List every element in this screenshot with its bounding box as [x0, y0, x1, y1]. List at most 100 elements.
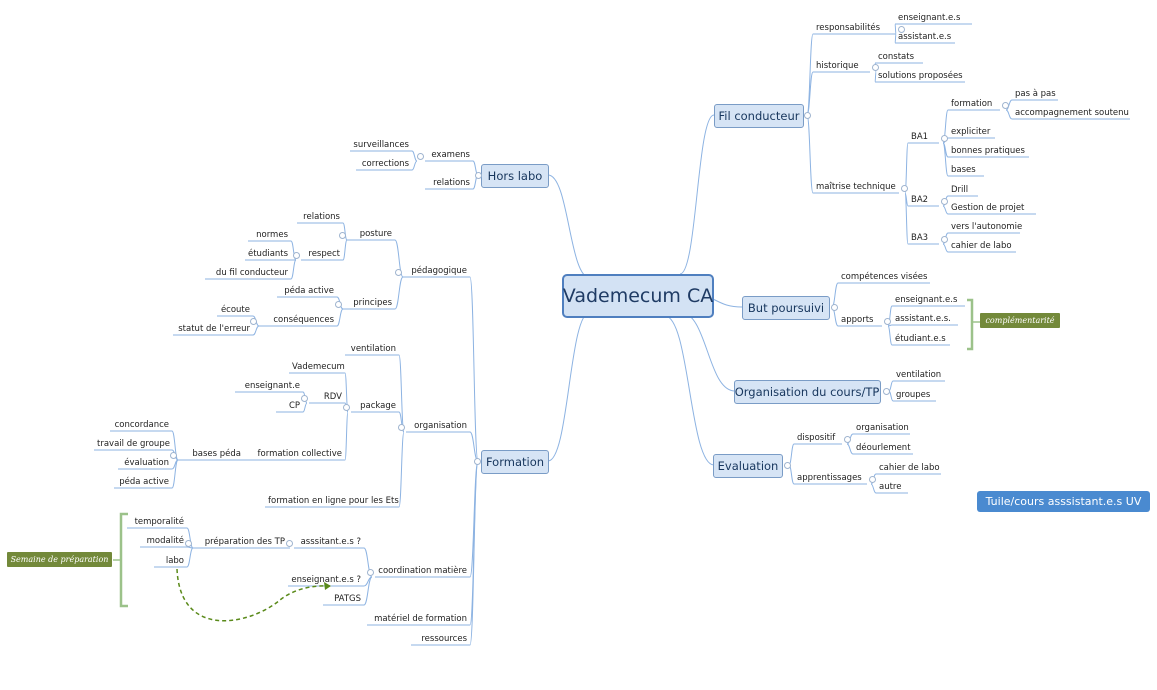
topic-ventilation[interactable]: ventilation — [350, 344, 396, 354]
topic-deourlement[interactable]: déourlement — [856, 443, 911, 453]
collapse-toggle-icon[interactable] — [417, 153, 424, 160]
topic-corrections[interactable]: corrections — [361, 159, 409, 169]
topic-ecoute[interactable]: écoute — [220, 305, 250, 315]
topic-formation[interactable]: formation — [951, 99, 993, 109]
topic-bonnes-pratiques[interactable]: bonnes pratiques — [951, 146, 1025, 156]
topic-du-fil-conducteur[interactable]: du fil conducteur — [215, 268, 288, 278]
topic-etudiants[interactable]: étudiants — [248, 249, 289, 259]
central-topic-vademecum-ca[interactable]: Vademecum CA — [562, 274, 714, 318]
topic-cp[interactable]: CP — [288, 401, 300, 411]
topic-expliciter[interactable]: expliciter — [951, 127, 991, 137]
main-topic-but-poursuivi[interactable]: But poursuivi — [742, 296, 830, 320]
topic-consequences[interactable]: conséquences — [273, 315, 334, 325]
topic-apprentissages[interactable]: apprentissages — [797, 473, 862, 483]
topic-relations[interactable]: relations — [433, 178, 470, 188]
topic-ba2[interactable]: BA2 — [911, 195, 929, 205]
topic-competences-visees[interactable]: compétences visées — [841, 272, 928, 282]
collapse-toggle-icon[interactable] — [339, 232, 346, 239]
topic-gestion-de-projet[interactable]: Gestion de projet — [951, 203, 1025, 213]
topic-maitrise-technique[interactable]: maîtrise technique — [816, 182, 896, 192]
topic-asssitant-e-s[interactable]: asssitant.e.s ? — [300, 537, 361, 547]
topic-bases[interactable]: bases — [951, 165, 976, 175]
topic-enseignant-e-s[interactable]: enseignant.e.s ? — [291, 575, 361, 585]
topic-principes[interactable]: principes — [353, 298, 392, 308]
topic-etudiant-e-s[interactable]: étudiant.e.s — [895, 334, 946, 344]
collapse-toggle-icon[interactable] — [898, 26, 905, 33]
topic-organisation[interactable]: organisation — [856, 423, 909, 433]
topic-formation-collective[interactable]: formation collective — [257, 449, 342, 459]
floating-topic-tuile-cours[interactable]: Tuile/cours asssistant.e.s UV — [977, 491, 1150, 512]
collapse-toggle-icon[interactable] — [872, 64, 879, 71]
main-topic-fil-conducteur[interactable]: Fil conducteur — [714, 104, 804, 128]
topic-historique[interactable]: historique — [816, 61, 859, 71]
collapse-toggle-icon[interactable] — [784, 462, 791, 469]
topic-surveillances[interactable]: surveillances — [353, 140, 409, 150]
topic-statut-de-l-erreur[interactable]: statut de l'erreur — [178, 324, 250, 334]
collapse-toggle-icon[interactable] — [367, 569, 374, 576]
topic-peda-active[interactable]: péda active — [284, 286, 334, 296]
topic-vademecum[interactable]: Vademecum — [292, 362, 345, 372]
topic-formation-en-ligne-pour-les-ets[interactable]: formation en ligne pour les Ets — [268, 496, 399, 506]
collapse-toggle-icon[interactable] — [941, 198, 948, 205]
collapse-toggle-icon[interactable] — [883, 388, 890, 395]
topic-travail-de-groupe[interactable]: travail de groupe — [97, 439, 170, 449]
main-topic-evaluation[interactable]: Evaluation — [713, 454, 783, 478]
collapse-toggle-icon[interactable] — [474, 458, 481, 465]
topic-ba3[interactable]: BA3 — [911, 233, 929, 243]
topic-examens[interactable]: examens — [431, 150, 470, 160]
floating-topic-semaine-de-preparation[interactable]: Semaine de préparation — [7, 552, 112, 567]
floating-topic-complementarite[interactable]: complémentarité — [980, 313, 1060, 328]
topic-preparation-des-tp[interactable]: préparation des TP — [204, 537, 285, 547]
topic-vers-l-autonomie[interactable]: vers l'autonomie — [951, 222, 1023, 232]
collapse-toggle-icon[interactable] — [170, 452, 177, 459]
collapse-toggle-icon[interactable] — [901, 185, 908, 192]
topic-rdv[interactable]: RDV — [323, 392, 342, 402]
collapse-toggle-icon[interactable] — [804, 112, 811, 119]
topic-package[interactable]: package — [360, 401, 396, 411]
collapse-toggle-icon[interactable] — [395, 269, 402, 276]
topic-relations[interactable]: relations — [303, 212, 340, 222]
topic-peda-active[interactable]: péda active — [119, 477, 169, 487]
collapse-toggle-icon[interactable] — [398, 424, 405, 431]
topic-cahier-de-labo[interactable]: cahier de labo — [951, 241, 1012, 251]
topic-patgs[interactable]: PATGS — [334, 594, 361, 604]
topic-coordination-matiere[interactable]: coordination matière — [378, 566, 467, 576]
topic-evaluation[interactable]: évaluation — [124, 458, 169, 468]
topic-dispositif[interactable]: dispositif — [797, 433, 836, 443]
topic-pedagogique[interactable]: pédagogique — [411, 266, 467, 276]
topic-ventilation[interactable]: ventilation — [896, 370, 942, 380]
collapse-toggle-icon[interactable] — [1002, 102, 1009, 109]
topic-responsabilites[interactable]: responsabilités — [816, 23, 881, 33]
collapse-toggle-icon[interactable] — [286, 540, 293, 547]
collapse-toggle-icon[interactable] — [250, 318, 257, 325]
collapse-toggle-icon[interactable] — [869, 476, 876, 483]
topic-cahier-de-labo[interactable]: cahier de labo — [879, 463, 940, 473]
topic-constats[interactable]: constats — [878, 52, 914, 62]
topic-organisation[interactable]: organisation — [414, 421, 467, 431]
collapse-toggle-icon[interactable] — [343, 404, 350, 411]
collapse-toggle-icon[interactable] — [335, 301, 342, 308]
topic-assistant-e-s[interactable]: assistant.e.s. — [895, 314, 951, 324]
topic-respect[interactable]: respect — [308, 249, 340, 259]
collapse-toggle-icon[interactable] — [301, 395, 308, 402]
topic-concordance[interactable]: concordance — [114, 420, 169, 430]
collapse-toggle-icon[interactable] — [884, 318, 891, 325]
topic-ressources[interactable]: ressources — [421, 634, 467, 644]
topic-materiel-de-formation[interactable]: matériel de formation — [374, 614, 467, 624]
main-topic-hors-labo[interactable]: Hors labo — [481, 164, 549, 188]
topic-enseignant-e-s[interactable]: enseignant.e.s — [898, 13, 961, 23]
topic-modalite[interactable]: modalité — [146, 536, 184, 546]
topic-pas-a-pas[interactable]: pas à pas — [1015, 89, 1056, 99]
topic-solutions-proposees[interactable]: solutions proposées — [878, 71, 963, 81]
collapse-toggle-icon[interactable] — [941, 135, 948, 142]
topic-apports[interactable]: apports — [841, 315, 874, 325]
main-topic-organisation-du-cours-tp[interactable]: Organisation du cours/TP — [733, 380, 881, 404]
topic-labo[interactable]: labo — [165, 556, 184, 566]
collapse-toggle-icon[interactable] — [475, 172, 482, 179]
topic-temporalite[interactable]: temporalité — [134, 517, 184, 527]
collapse-toggle-icon[interactable] — [831, 304, 838, 311]
topic-drill[interactable]: Drill — [951, 185, 969, 195]
main-topic-formation[interactable]: Formation — [481, 450, 549, 474]
topic-groupes[interactable]: groupes — [896, 390, 931, 400]
topic-autre[interactable]: autre — [879, 482, 902, 492]
